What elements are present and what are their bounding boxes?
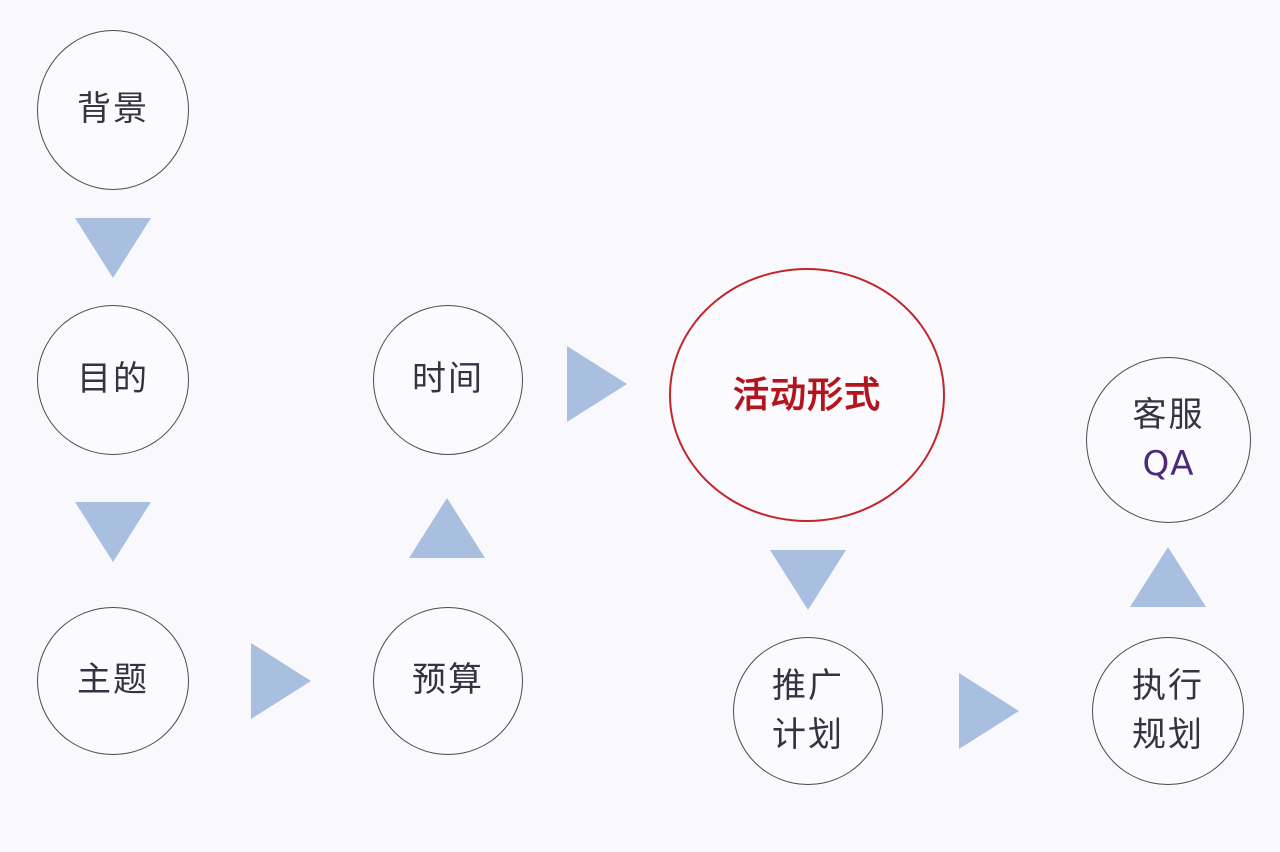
right-triangle-icon	[959, 673, 1019, 749]
right-triangle-icon	[251, 643, 311, 719]
node-time: 时间	[373, 305, 523, 455]
node-customer-service-qa-line-1: 客服	[1132, 394, 1205, 435]
node-activity-form: 活动形式	[669, 268, 945, 522]
node-customer-service-qa: 客服 QA	[1086, 357, 1251, 523]
up-triangle-icon	[409, 498, 485, 558]
node-promotion-plan-line-1: 推广	[772, 665, 844, 706]
node-promotion-plan-line-2: 计划	[772, 715, 844, 755]
node-purpose-label: 目的	[77, 359, 149, 400]
down-triangle-icon	[75, 218, 151, 278]
node-promotion-plan: 推广 计划	[733, 637, 883, 785]
node-customer-service-qa-line-2: QA	[1142, 444, 1195, 484]
node-background-label: 背景	[77, 89, 149, 130]
down-triangle-icon	[75, 502, 151, 562]
node-budget-label: 预算	[412, 660, 484, 701]
down-triangle-icon	[770, 550, 846, 610]
node-theme: 主题	[37, 607, 189, 755]
node-background: 背景	[37, 30, 189, 190]
node-execution-plan-line-1: 执行	[1132, 665, 1204, 706]
right-triangle-icon	[567, 346, 627, 422]
node-theme-label: 主题	[77, 660, 149, 701]
node-purpose: 目的	[37, 305, 189, 455]
node-execution-plan-line-2: 规划	[1132, 715, 1204, 755]
node-budget: 预算	[373, 607, 523, 755]
node-execution-plan: 执行 规划	[1092, 637, 1244, 785]
node-activity-form-label: 活动形式	[732, 373, 881, 416]
node-time-label: 时间	[412, 359, 484, 400]
up-triangle-icon	[1130, 547, 1206, 607]
